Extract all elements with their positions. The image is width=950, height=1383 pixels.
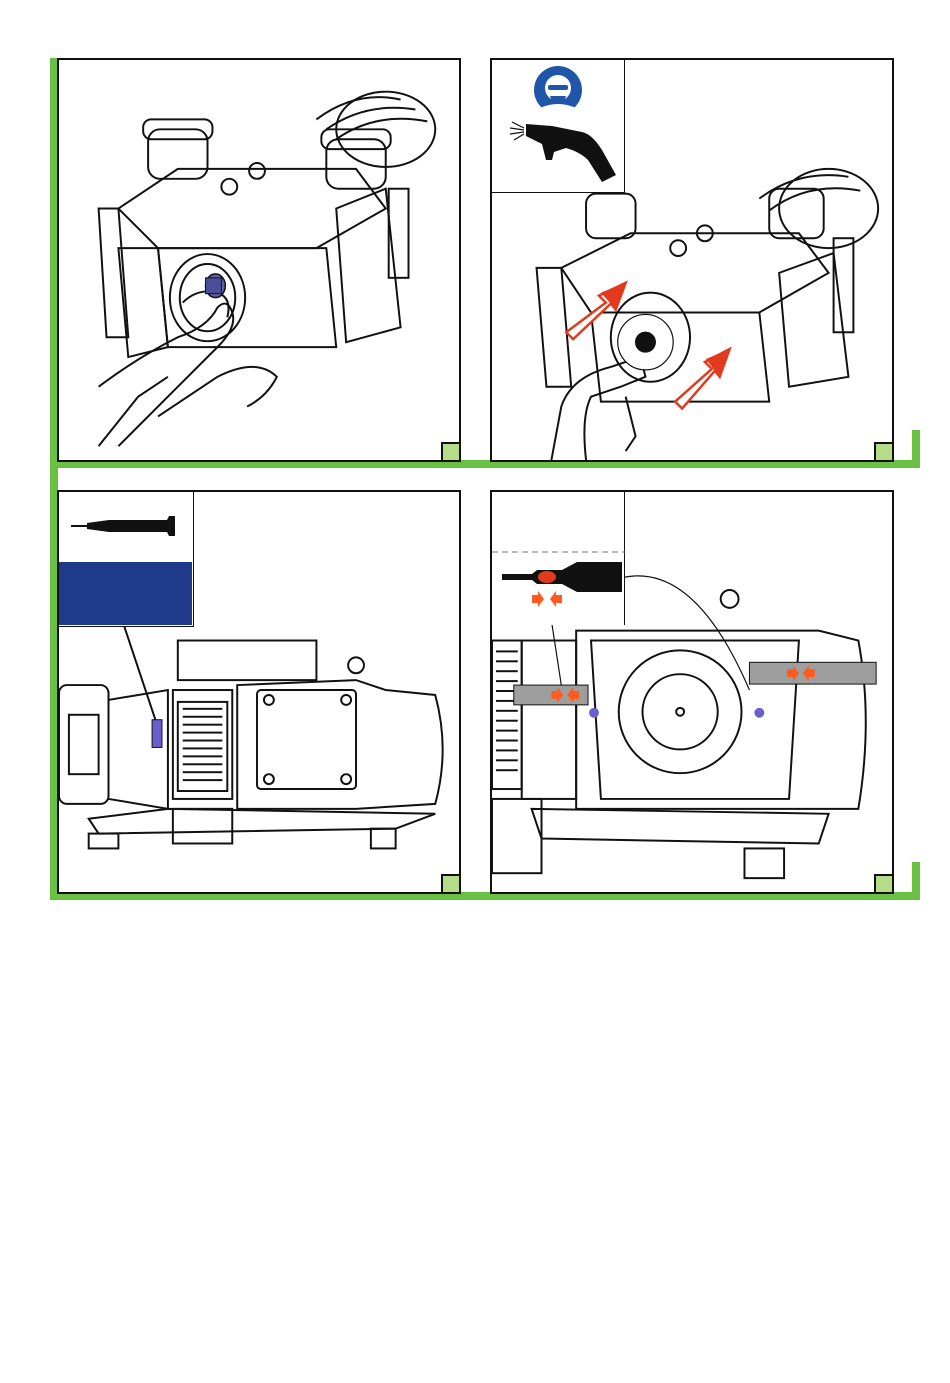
green-frame-right-bottom	[912, 862, 920, 900]
panel-clean-inlet	[57, 58, 461, 462]
tube-nozzle-icon	[492, 492, 625, 625]
torque-inset	[492, 492, 625, 625]
step-badge	[441, 874, 461, 894]
step-badge	[874, 874, 894, 894]
step-badge	[441, 442, 461, 462]
safety-inset	[492, 60, 625, 193]
air-gun-icon	[492, 60, 625, 193]
compressor-cleaning-illustration	[59, 60, 459, 460]
panel-alignment-marks	[490, 490, 894, 894]
threadlock-inset	[59, 492, 194, 627]
panel-thread-lock	[57, 490, 461, 894]
green-frame-right-top	[912, 430, 920, 468]
panel-blow-out	[490, 58, 894, 462]
thread-lock-tube-icon	[59, 492, 194, 562]
step-badge	[874, 442, 894, 462]
threadlock-blue-label	[59, 562, 192, 625]
